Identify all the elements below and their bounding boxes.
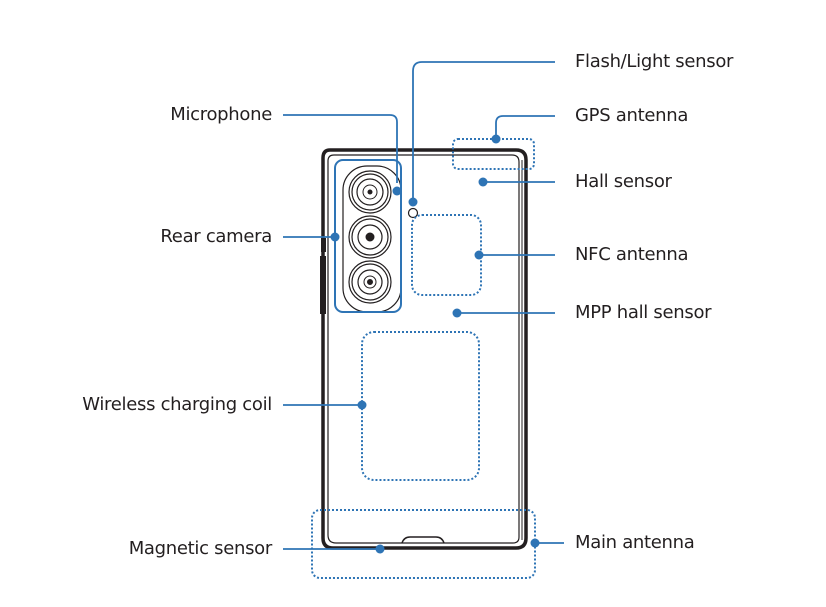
wireless-charging-coil-region: [361, 331, 480, 481]
phone-body: [321, 148, 528, 550]
leader-microphone: [283, 114, 398, 183]
dot-hall-sensor: [478, 177, 488, 187]
label-main-antenna: Main antenna: [575, 532, 695, 553]
leader-gps-antenna: [495, 115, 555, 138]
side-button-lower: [320, 256, 326, 314]
dot-rear-camera: [330, 232, 340, 242]
leader-lines: [283, 61, 564, 550]
label-nfc-antenna: NFC antenna: [575, 244, 689, 265]
flash-light-sensor-marker: [407, 207, 419, 219]
leader-dots: [330, 134, 540, 554]
label-mpp-hall-sensor: MPP hall sensor: [575, 302, 712, 323]
gps-antenna-region: [452, 138, 535, 170]
dot-mpp-hall-sensor: [452, 308, 462, 318]
lens-bottom: [348, 260, 392, 304]
label-gps-antenna: GPS antenna: [575, 105, 689, 126]
lens-top: [348, 170, 392, 214]
label-flash-light-sensor: Flash/Light sensor: [575, 51, 734, 72]
phone-outline-outer: [321, 148, 528, 550]
leader-flash-light-sensor: [412, 61, 555, 200]
label-magnetic-sensor: Magnetic sensor: [128, 538, 273, 559]
phone-outline-inner: [327, 154, 520, 544]
dot-flash-light-sensor: [408, 197, 418, 207]
main-antenna-region: [311, 509, 536, 579]
lens-middle: [348, 215, 392, 259]
dot-gps-antenna: [491, 134, 501, 144]
dot-nfc-antenna: [474, 250, 484, 260]
bottom-notch: [401, 536, 445, 544]
dot-main-antenna: [530, 538, 540, 548]
nfc-antenna-region: [411, 214, 482, 296]
component-regions: [311, 138, 536, 579]
label-rear-camera: Rear camera: [160, 226, 272, 247]
side-button-upper: [321, 238, 326, 252]
dot-wireless-charging-coil: [357, 400, 367, 410]
label-microphone: Microphone: [170, 104, 272, 125]
camera-module: [342, 165, 402, 313]
label-hall-sensor: Hall sensor: [575, 171, 672, 192]
label-wireless-charging-coil: Wireless charging coil: [82, 394, 272, 415]
dot-magnetic-sensor: [375, 544, 385, 554]
dot-microphone: [392, 186, 402, 196]
